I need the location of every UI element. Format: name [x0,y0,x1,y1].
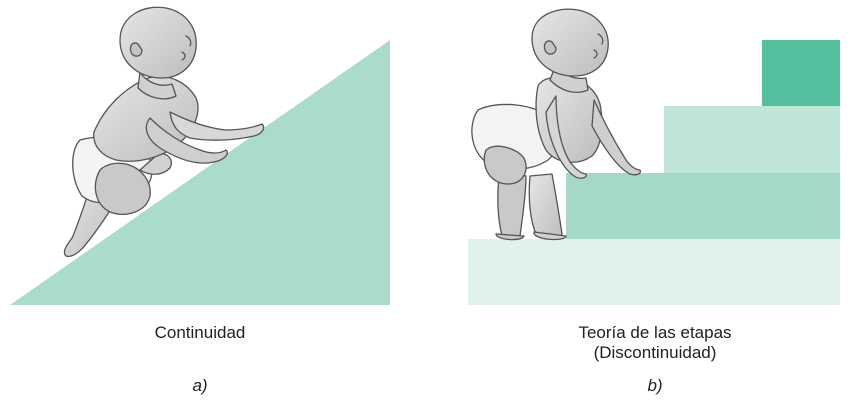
caption-stage-theory-line-1: Teoría de las etapas [540,323,770,343]
step-level-3 [664,106,840,173]
step-level-1 [468,239,840,305]
caption-continuity-line-1: Continuidad [155,323,246,342]
caption-continuity: Continuidad [100,323,300,343]
step-level-2 [566,173,840,239]
continuity-ramp [10,40,390,305]
panel-b-label: b) [625,376,685,396]
panel-a [10,7,390,305]
caption-stage-theory: Teoría de las etapas (Discontinuidad) [540,323,770,363]
step-level-4 [762,40,840,106]
panel-a-label: a) [170,376,230,396]
panel-b [468,9,840,305]
caption-stage-theory-line-2: (Discontinuidad) [540,343,770,363]
